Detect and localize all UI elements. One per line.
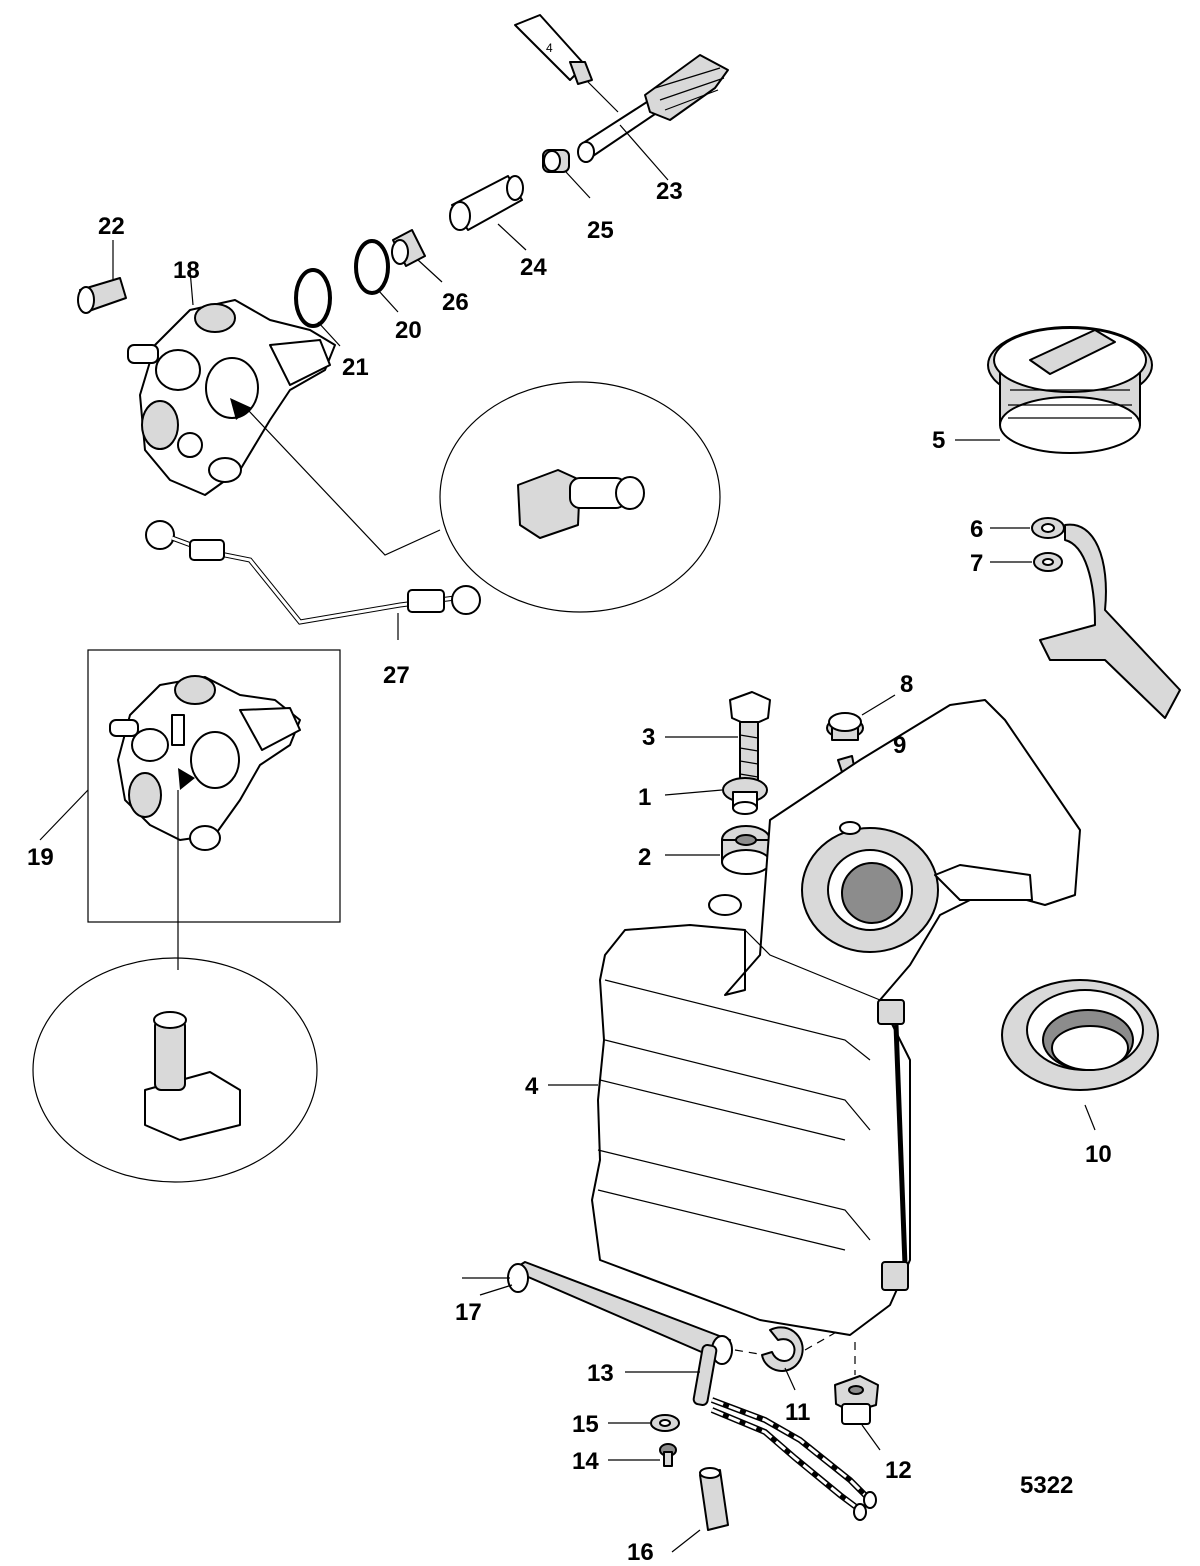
callout-18: 18 <box>173 257 200 284</box>
hose-17 <box>507 1261 733 1365</box>
callout-17: 17 <box>455 1299 482 1326</box>
callout-19: 19 <box>27 844 54 871</box>
figure-number: 5322 <box>1020 1472 1073 1499</box>
o-ring-20 <box>354 239 390 295</box>
callout-23: 23 <box>656 178 683 205</box>
seal-10 <box>1001 979 1159 1091</box>
callout-6: 6 <box>970 516 983 543</box>
callout-8: 8 <box>900 671 913 698</box>
callout-labels: 1 2 3 4 5 6 7 8 9 10 11 12 13 14 15 16 1… <box>27 178 1112 1566</box>
detail-circle-nipple <box>32 957 318 1183</box>
callout-10: 10 <box>1085 1141 1112 1168</box>
clamp-11 <box>761 1326 804 1372</box>
bracket-strap <box>1039 523 1181 719</box>
svg-text:4: 4 <box>546 41 553 55</box>
callout-13: 13 <box>587 1360 614 1387</box>
screw-14 <box>659 1443 677 1467</box>
bolt-3 <box>729 691 771 783</box>
fill-cap-5 <box>987 326 1153 454</box>
grommet-2 <box>721 825 771 875</box>
detail-circle-pump-fitting <box>439 381 721 613</box>
drive-shaft-23 <box>577 54 729 163</box>
callout-9: 9 <box>893 732 906 759</box>
callout-22: 22 <box>98 213 125 240</box>
bushing-25 <box>542 149 570 173</box>
callout-3: 3 <box>642 724 655 751</box>
callout-4: 4 <box>525 1073 539 1100</box>
link-27 <box>145 520 481 625</box>
callout-7: 7 <box>970 550 983 577</box>
washer-6 <box>1031 517 1065 539</box>
fitting-22 <box>77 277 127 314</box>
screw-8 <box>826 712 864 741</box>
o-ring-21 <box>294 268 332 328</box>
sleeve-24 <box>449 175 524 231</box>
sensor-13 <box>692 1344 877 1521</box>
callout-12: 12 <box>885 1457 912 1484</box>
grommet-1 <box>722 777 768 815</box>
lubricant-tube: 4 <box>514 14 593 85</box>
callout-21: 21 <box>342 354 369 381</box>
oil-pump-18 <box>127 299 336 496</box>
bushing-26 <box>391 229 426 267</box>
callout-24: 24 <box>520 254 547 281</box>
spacer-16 <box>699 1467 729 1531</box>
oil-pump-19 <box>87 649 341 923</box>
callout-2: 2 <box>638 844 651 871</box>
callout-16: 16 <box>627 1539 654 1566</box>
callout-11: 11 <box>785 1399 810 1426</box>
callout-5: 5 <box>932 427 945 454</box>
callout-27: 27 <box>383 662 410 689</box>
washer-15 <box>650 1414 680 1432</box>
fitting-12 <box>834 1375 879 1425</box>
callout-1: 1 <box>638 784 651 811</box>
callout-20: 20 <box>395 317 422 344</box>
washer-7 <box>1033 552 1063 572</box>
callout-25: 25 <box>587 217 614 244</box>
oil-tank-4 <box>591 699 1081 1336</box>
callout-14: 14 <box>572 1448 599 1475</box>
callout-26: 26 <box>442 289 469 316</box>
callout-15: 15 <box>572 1411 599 1438</box>
